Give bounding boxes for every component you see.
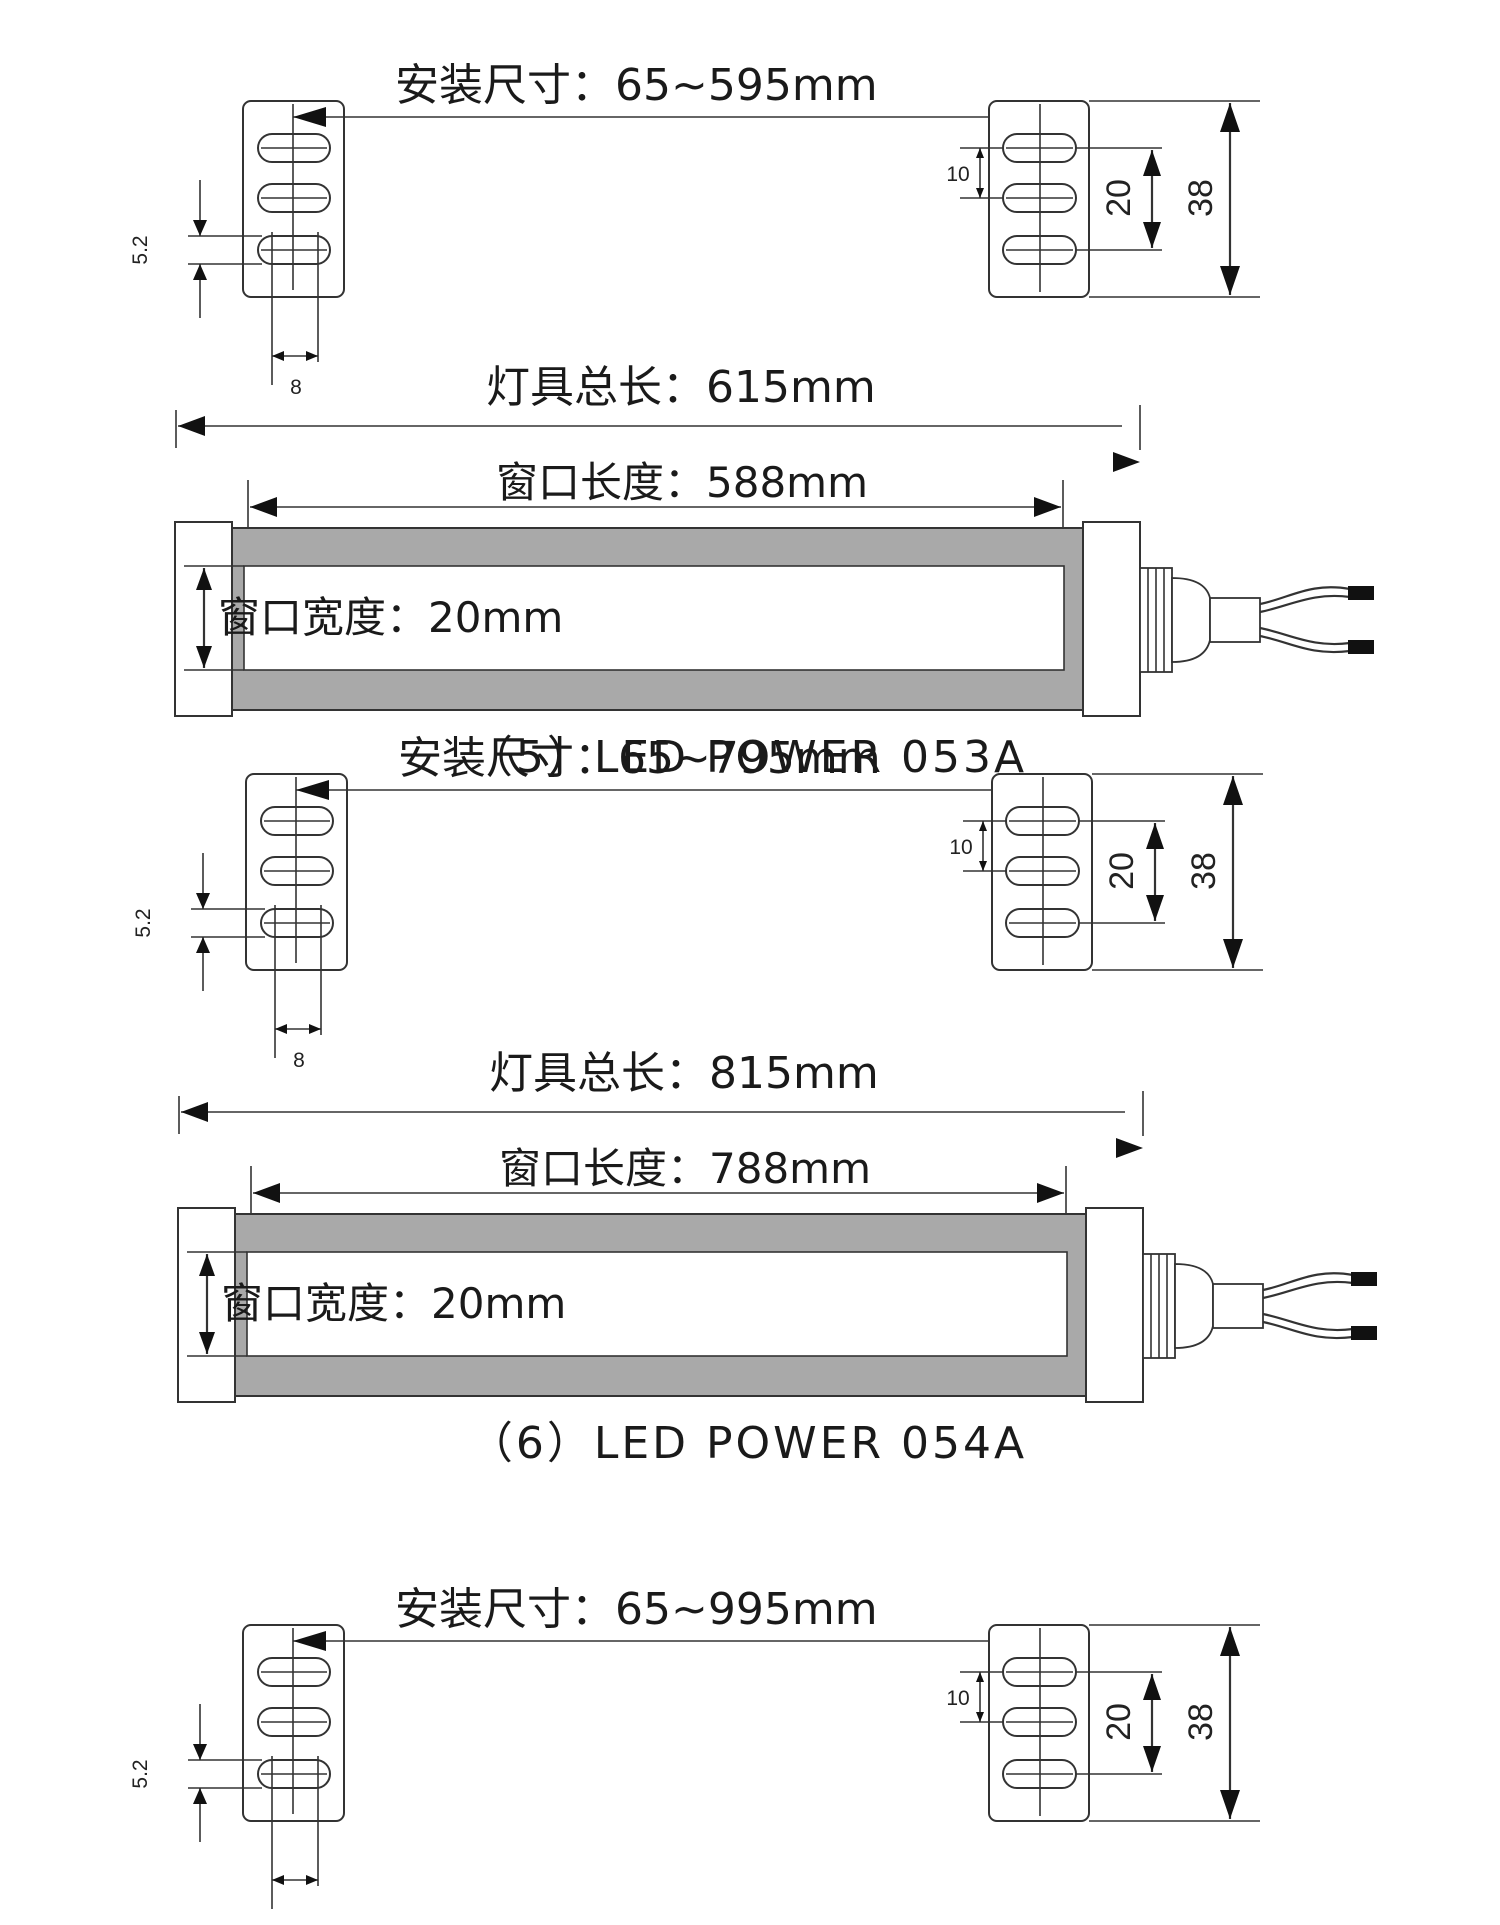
mounting-brackets-054a bbox=[189, 772, 1265, 1060]
window-width-label: 窗口宽度：20mm bbox=[221, 1279, 566, 1328]
lamp-body-053a bbox=[173, 403, 1376, 718]
mounting-brackets-053a bbox=[186, 99, 1262, 387]
pitch-dim: 10 bbox=[949, 836, 972, 859]
lamp-body-054a bbox=[176, 1089, 1379, 1404]
diagram-054a: 安装尺寸：65~795mm 5.2 8 10 20 38 bbox=[132, 733, 1265, 1072]
slot-gap-dim: 8 bbox=[293, 1049, 305, 1072]
window-width-label: 窗口宽度：20mm bbox=[218, 593, 563, 642]
window-length-label: 窗口长度：788mm bbox=[499, 1144, 871, 1193]
height-dim: 38 bbox=[1182, 1703, 1220, 1741]
slot-gap-dim: 8 bbox=[290, 376, 302, 399]
install-size-label: 安装尺寸：65~795mm bbox=[398, 733, 881, 784]
model-caption: （5）LED POWER 053A bbox=[469, 732, 1027, 783]
pitch-dim: 10 bbox=[946, 1687, 969, 1710]
diagram-053a: 安装尺寸：65~595mm 5.2 8 10 20 38 灯具总长：615mm … bbox=[129, 60, 1376, 783]
span-dim: 20 bbox=[1100, 1703, 1138, 1741]
height-dim: 38 bbox=[1182, 179, 1220, 217]
pitch-dim: 10 bbox=[946, 163, 969, 186]
height-dim: 38 bbox=[1185, 852, 1223, 890]
model-caption: （6）LED POWER 054A bbox=[469, 1418, 1027, 1469]
span-dim: 20 bbox=[1100, 179, 1138, 217]
window-length-label: 窗口长度：588mm bbox=[496, 458, 868, 507]
diagram-partial: 安装尺寸：65~995mm 5.2 10 20 38 bbox=[129, 1584, 1262, 1911]
slot-height-dim: 5.2 bbox=[129, 1759, 152, 1788]
mounting-brackets-partial bbox=[186, 1623, 1262, 1911]
lamp-group-054a: 灯具总长：815mm 窗口长度：788mm 窗口宽度：20mm （6）LED P… bbox=[176, 1048, 1379, 1469]
slot-height-dim: 5.2 bbox=[132, 908, 155, 937]
total-length-label: 灯具总长：615mm bbox=[486, 362, 876, 413]
total-length-label: 灯具总长：815mm bbox=[489, 1048, 879, 1099]
install-size-label: 安装尺寸：65~595mm bbox=[395, 60, 878, 111]
install-size-label: 安装尺寸：65~995mm bbox=[395, 1584, 878, 1635]
span-dim: 20 bbox=[1103, 852, 1141, 890]
slot-height-dim: 5.2 bbox=[129, 235, 152, 264]
